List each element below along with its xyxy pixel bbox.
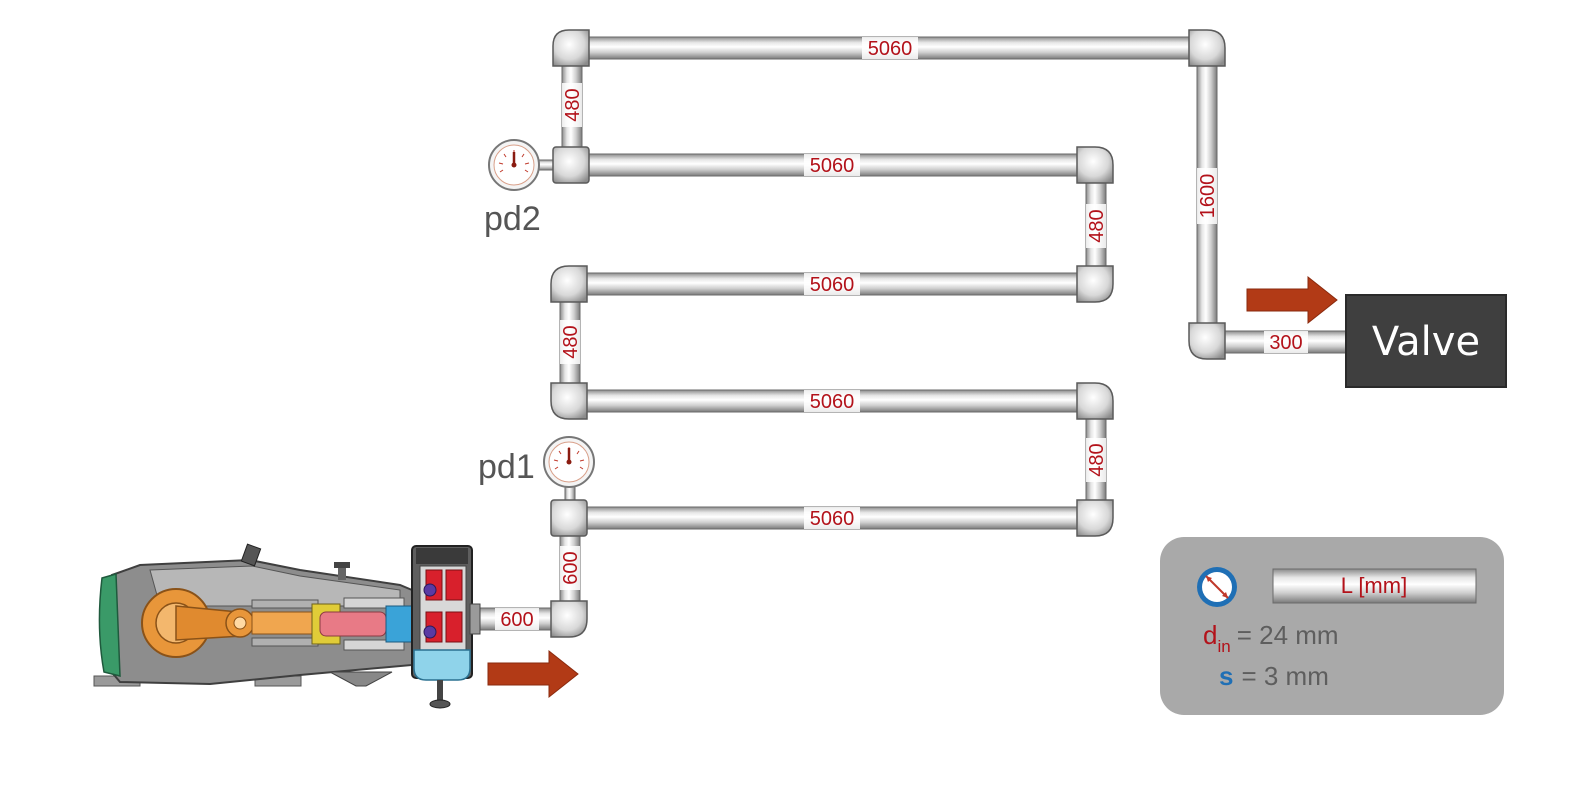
elbow-pump	[550, 600, 588, 638]
flow-arrow-icon	[1246, 275, 1338, 325]
elbow-row2-right	[1076, 146, 1114, 184]
label-valve-stub-text: 300	[1269, 332, 1302, 354]
label-valve-stub: 300	[1264, 331, 1308, 354]
gauge-pd1-label: pd1	[478, 448, 535, 486]
label-pump-outlet-text: 600	[500, 609, 533, 631]
valve-label: Valve	[1372, 319, 1480, 365]
pipe-cross-section-icon	[1197, 567, 1237, 607]
label-row5-horizontal: 5060	[804, 507, 860, 530]
elbow-valve	[1188, 322, 1226, 360]
elbow-top-left	[552, 29, 590, 67]
label-row3-left-riser-text: 480	[560, 325, 582, 358]
legend-pipe-sample	[1272, 568, 1477, 604]
legend-s-line: s = 3 mm	[1219, 661, 1329, 691]
flow-arrow-icon	[487, 649, 579, 699]
legend-s-symbol: s	[1219, 661, 1233, 691]
elbow-row3-left	[550, 265, 588, 303]
label-row3-horizontal: 5060	[804, 273, 860, 296]
legend-s-value: = 3 mm	[1241, 661, 1328, 691]
legend-panel: L [mm] din = 24 mm s = 3 mm	[1160, 537, 1504, 715]
label-row5-text: 5060	[810, 508, 855, 530]
label-row2-right-riser: 480	[1086, 204, 1108, 248]
piston-pump-icon	[93, 543, 481, 709]
label-top-left-riser: 480	[562, 83, 584, 127]
tee-pd1	[550, 499, 588, 537]
label-row4-text: 5060	[810, 391, 855, 413]
label-top-left-riser-text: 480	[562, 88, 584, 121]
length-labels: 5060 5060 5060 5060 5060 600 300 4	[495, 37, 1308, 631]
tee-pd2	[552, 146, 590, 184]
label-right-riser: 1600	[1197, 168, 1219, 224]
valve-block[interactable]: Valve	[1345, 294, 1507, 388]
pressure-gauge-icon	[543, 436, 595, 488]
legend-din-line: din = 24 mm	[1203, 620, 1339, 656]
gauge-pd2-label: pd2	[484, 200, 541, 238]
label-row4-horizontal: 5060	[804, 390, 860, 413]
label-row2-right-riser-text: 480	[1086, 209, 1108, 242]
elbow-top-right	[1188, 29, 1226, 67]
elbow-row5-right	[1076, 499, 1114, 537]
elbow-row3-right	[1076, 265, 1114, 303]
label-pump-riser-text: 600	[560, 551, 582, 584]
label-row4-right-riser: 480	[1086, 438, 1108, 482]
pipe-fittings	[550, 29, 1226, 638]
legend-din-subscript: in	[1217, 637, 1230, 656]
gauge-pd1[interactable]: pd1	[478, 436, 595, 488]
label-top-horizontal: 5060	[862, 37, 918, 60]
legend-din-value: = 24 mm	[1237, 620, 1339, 650]
pressure-gauge-icon	[488, 139, 540, 191]
label-pump-riser: 600	[560, 546, 582, 590]
label-pump-outlet: 600	[495, 608, 539, 631]
label-row2-text: 5060	[810, 155, 855, 177]
elbow-row4-left	[550, 382, 588, 420]
label-row2-horizontal: 5060	[804, 154, 860, 177]
label-top-horizontal-text: 5060	[868, 38, 913, 60]
label-row3-text: 5060	[810, 274, 855, 296]
gauge-pd2[interactable]: pd2	[484, 139, 541, 238]
label-row4-right-riser-text: 480	[1086, 443, 1108, 476]
elbow-row4-right	[1076, 382, 1114, 420]
legend-pipe-label: L [mm]	[1341, 573, 1407, 598]
label-right-riser-text: 1600	[1197, 174, 1219, 219]
legend-din-symbol: d	[1203, 620, 1217, 650]
label-row3-left-riser: 480	[560, 320, 582, 364]
